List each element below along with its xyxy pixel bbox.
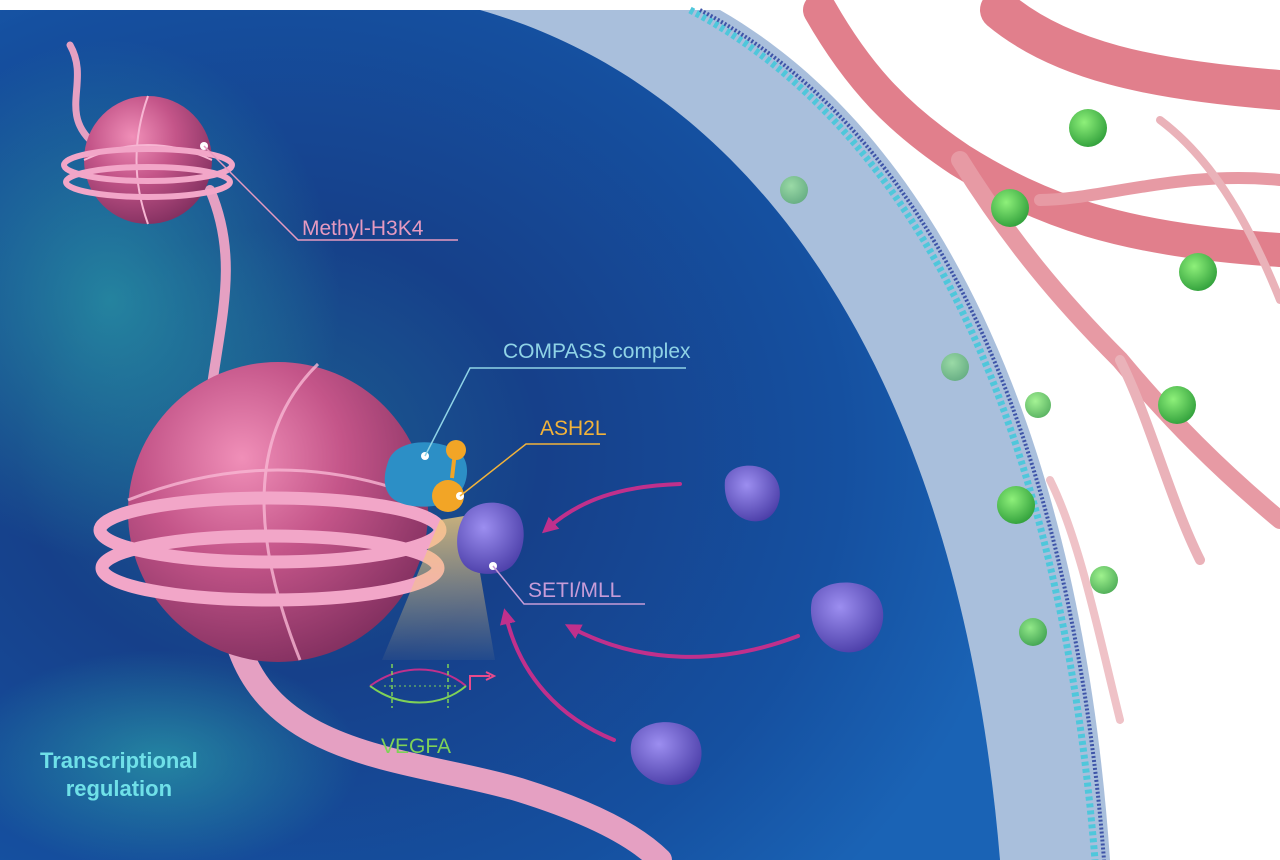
set1-mll-label: SETI/MLL (528, 579, 622, 602)
vegfa-label: VEGFA (381, 735, 452, 758)
vegf-particle (1158, 386, 1196, 424)
compass-complex (384, 440, 524, 574)
blood-vessels (803, 0, 1280, 724)
membrane-inner (699, 8, 1106, 860)
vegf-particle (1179, 253, 1217, 291)
vegf-particle (1019, 618, 1047, 646)
ash2l-label: ASH2L (540, 417, 607, 440)
ash2l-subunit-top (446, 440, 466, 460)
set1-mll-blob (457, 502, 524, 574)
membrane-outer (688, 6, 1099, 860)
transcriptional-regulation-label: Transcriptional regulation (40, 747, 198, 802)
vegf-particle (997, 486, 1035, 524)
small-nucleosome (61, 95, 235, 225)
chromatin-fiber (66, 41, 672, 860)
vegf-particle (1025, 392, 1051, 418)
vegf-particles (780, 109, 1217, 646)
vegf-particle (991, 189, 1029, 227)
vegfa-gene-icon (369, 664, 497, 708)
ash2l-subunit (432, 480, 464, 512)
compass-complex-label: COMPASS complex (503, 340, 691, 363)
free-set1-proteins (630, 465, 884, 785)
transcriptional-regulation-line-1: Transcriptional (40, 748, 198, 773)
vegf-particle (1069, 109, 1107, 147)
vegf-particle (780, 176, 808, 204)
vegf-particle (941, 353, 969, 381)
recruitment-arrows (500, 482, 800, 742)
vegf-particle (1090, 566, 1118, 594)
transcriptional-regulation-line-2: regulation (65, 775, 173, 801)
callout-lines (203, 145, 686, 605)
methyl-h3k4-label: Methyl-H3K4 (302, 217, 424, 240)
